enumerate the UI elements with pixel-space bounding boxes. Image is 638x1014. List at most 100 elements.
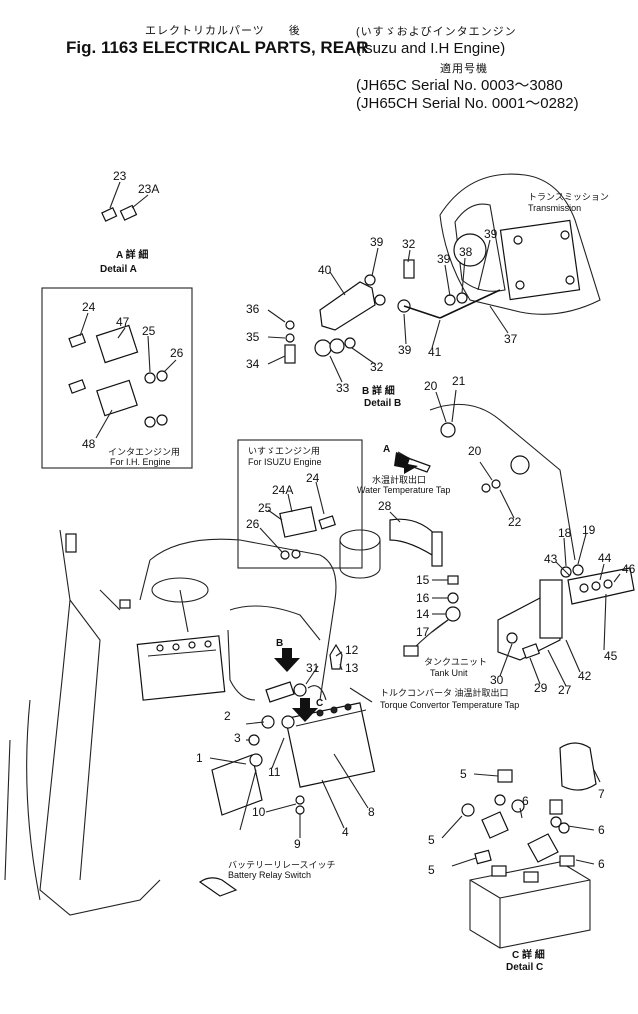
callout-37: 37 (504, 332, 518, 346)
callout-2: 2 (224, 709, 231, 723)
callout-36: 36 (246, 302, 260, 316)
battery-group: 12 13 31 B C 11 2 3 1 10 9 8 4 トルクコンバータ … (196, 452, 519, 880)
callout-29: 29 (534, 681, 548, 695)
callout-10: 10 (252, 805, 266, 819)
detail-b-caption: Detail B (364, 398, 401, 409)
callout-24-isuzu: 24 (306, 471, 320, 485)
callout-1: 1 (196, 751, 203, 765)
callout-48: 48 (82, 437, 96, 451)
callout-24a: 24A (272, 483, 293, 497)
serial-line-1: (JH65C Serial No. 0003～3080 (356, 77, 563, 94)
callout-8: 8 (368, 805, 375, 819)
callout-27: 27 (558, 683, 572, 697)
callout-39-b: 39 (437, 252, 451, 266)
machine-body (4, 529, 337, 916)
callout-32-b: 32 (370, 360, 384, 374)
japanese-serial-note: 適用号機 (440, 63, 488, 75)
sensor-group: 20 21 20 22 A 水温計取出口 Water Temperature T… (357, 374, 576, 561)
callout-43: 43 (544, 552, 558, 566)
callout-35: 35 (246, 330, 260, 344)
ih-engine-caption: For I.H. Engine (110, 457, 171, 467)
callout-45: 45 (604, 649, 618, 663)
detail-c-group: 5 6 7 5 6 5 6 C 詳 細 Detail C (428, 742, 605, 973)
torque-caption: Torque Convertor Temperature Tap (380, 700, 519, 710)
isuzu-engine-jp-caption: いすゞエンジン用 (248, 446, 320, 456)
japanese-title: エレクトリカルパーツ 後 (145, 25, 301, 37)
callout-20-b: 20 (468, 444, 482, 458)
callout-15: 15 (416, 573, 430, 587)
callout-9: 9 (294, 837, 301, 851)
callout-42: 42 (578, 669, 592, 683)
ih-engine-box: 24 47 25 26 48 インタエンジン用 For I.H. Engine (41, 287, 193, 469)
water-temp-jp-caption: 水温計取出口 (372, 474, 426, 485)
callout-6-c: 6 (598, 857, 605, 871)
battery-relay-jp-caption: バッテリーリレースイッチ (228, 860, 336, 870)
callout-14: 14 (416, 607, 430, 621)
callout-47: 47 (116, 315, 130, 329)
callout-22: 22 (508, 515, 522, 529)
callout-7: 7 (598, 787, 605, 801)
callout-17: 17 (416, 625, 430, 639)
callout-26: 26 (170, 346, 184, 360)
callout-6-b: 6 (598, 823, 605, 837)
water-temp-caption: Water Temperature Tap (357, 485, 450, 495)
callout-4: 4 (342, 825, 349, 839)
callout-39-c: 39 (484, 227, 498, 241)
arrow-b-icon (274, 648, 300, 672)
callout-25: 25 (142, 324, 156, 338)
callout-20-a: 20 (424, 379, 438, 393)
torque-jp-caption: トルクコンバータ 油温計取出口 (380, 687, 509, 698)
serial-line-2: (JH65CH Serial No. 0001～0282) (356, 95, 579, 112)
arrow-a-icon (394, 452, 418, 474)
callout-11: 11 (268, 765, 281, 779)
right-bracket-assembly: 18 19 43 44 46 45 42 27 29 30 (490, 523, 636, 697)
callout-6-a: 6 (522, 794, 529, 808)
callout-41: 41 (428, 345, 442, 359)
detail-b-group: 39 32 39 38 39 40 36 35 34 33 32 39 41 3… (246, 227, 518, 409)
callout-5-c: 5 (428, 863, 435, 877)
engine-note: (Isuzu and I.H Engine) (356, 40, 506, 57)
callout-32-a: 32 (402, 237, 416, 251)
detail-c-caption: Detail C (506, 962, 543, 973)
ih-engine-jp-caption: インタエンジン用 (108, 447, 180, 457)
callout-26-isuzu: 26 (246, 517, 260, 531)
tank-unit-jp-caption: タンクユニット (424, 657, 487, 667)
detail-a-group: 23 23A A 詳 細 Detail A (100, 169, 159, 275)
tank-unit-group: 28 15 16 14 17 タンクユニット Tank Unit (339, 499, 487, 678)
detail-a-jp-caption: A 詳 細 (116, 248, 148, 261)
callout-23a: 23A (138, 182, 159, 196)
callout-34: 34 (246, 357, 260, 371)
transmission-jp-caption: トランスミッション (528, 192, 609, 202)
callout-5-b: 5 (428, 833, 435, 847)
arrow-c-label: C (316, 698, 323, 709)
transmission-caption: Transmission (528, 203, 581, 213)
callout-28: 28 (378, 499, 392, 513)
detail-b-jp-caption: B 詳 細 (362, 384, 395, 397)
arrow-c-icon (292, 698, 318, 722)
callout-25-isuzu: 25 (258, 501, 272, 515)
callout-33: 33 (336, 381, 350, 395)
callout-39-d: 39 (398, 343, 412, 357)
callout-19: 19 (582, 523, 596, 537)
isuzu-engine-box: いすゞエンジン用 For ISUZU Engine 24 24A 25 26 (237, 439, 363, 569)
arrow-b-label: B (276, 638, 283, 649)
figure-title: Fig. 1163 ELECTRICAL PARTS, REAR (66, 38, 369, 57)
callout-13: 13 (345, 661, 359, 675)
isuzu-engine-caption: For ISUZU Engine (248, 457, 322, 467)
callout-21: 21 (452, 374, 466, 388)
arrow-a-label: A (383, 444, 390, 455)
callout-31: 31 (306, 661, 320, 675)
detail-c-jp-caption: C 詳 細 (512, 948, 545, 961)
transmission-housing: トランスミッション Transmission (439, 173, 609, 315)
callout-39-a: 39 (370, 235, 384, 249)
callout-38: 38 (459, 245, 473, 259)
battery-relay-caption: Battery Relay Switch (228, 870, 311, 880)
callout-5-a: 5 (460, 767, 467, 781)
callout-44: 44 (598, 551, 612, 565)
callout-3: 3 (234, 731, 241, 745)
callout-18: 18 (558, 526, 572, 540)
callout-30: 30 (490, 673, 504, 687)
callout-23: 23 (113, 169, 127, 183)
callout-24: 24 (82, 300, 96, 314)
